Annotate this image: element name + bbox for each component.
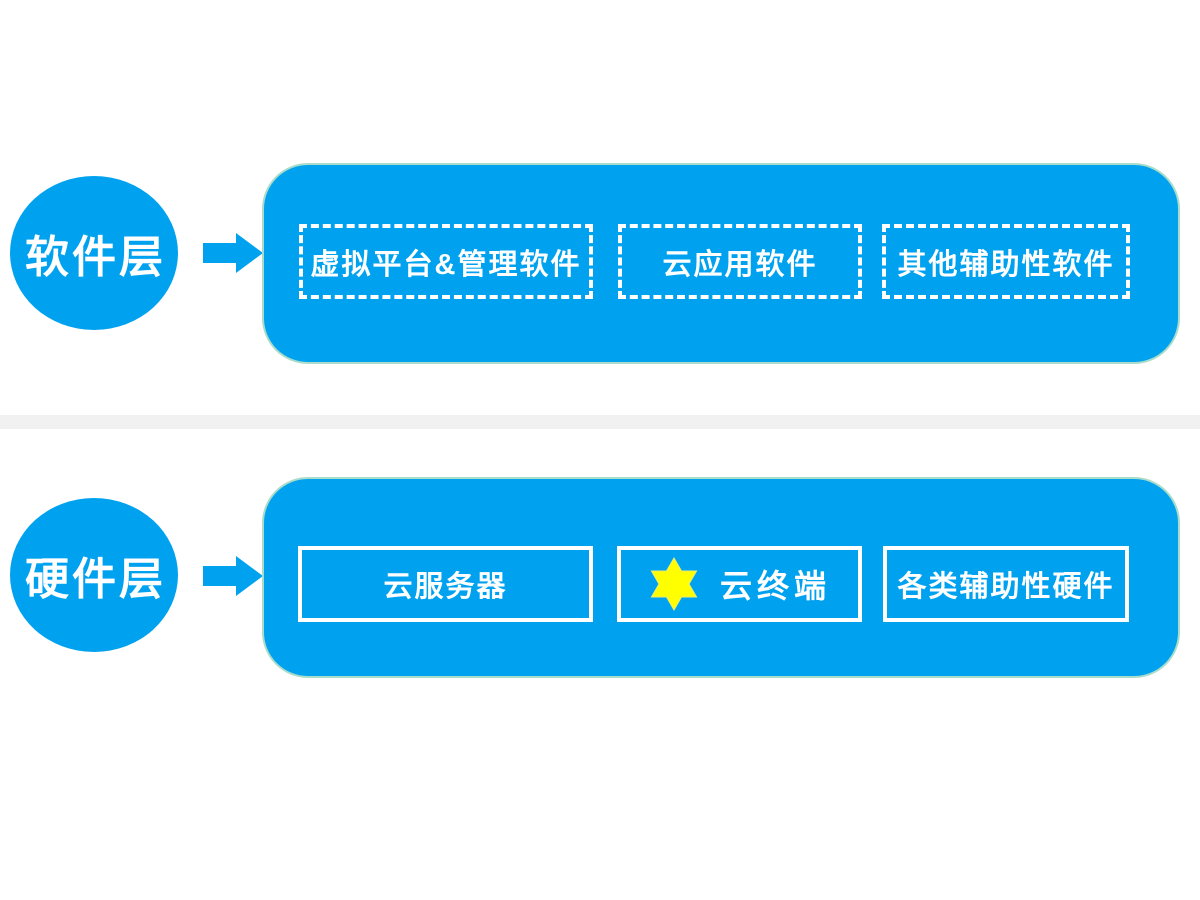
hardware-item-other-hardware-label: 各类辅助性硬件 [897, 571, 1115, 603]
hardware-item-other-hardware: 各类辅助性硬件 [883, 546, 1129, 622]
software-layer-label: 软件层 [25, 233, 166, 282]
software-item-other-software-label: 其他辅助性软件 [897, 248, 1115, 281]
software-item-other-software: 其他辅助性软件 [882, 224, 1130, 299]
hardware-item-cloud-server-label: 云服务器 [383, 571, 508, 603]
six-pointed-star-icon [650, 556, 698, 612]
hardware-layer-panel: 云服务器 云终端 各类辅助性硬件 [262, 477, 1180, 678]
right-arrow-icon [203, 556, 263, 596]
hardware-layer-circle: 硬件层 [10, 498, 178, 652]
software-item-virtual-platform: 虚拟平台&管理软件 [299, 224, 593, 299]
hardware-layer-label: 硬件层 [25, 555, 166, 604]
software-layer-circle: 软件层 [10, 176, 178, 330]
hardware-item-cloud-terminal-label: 云终端 [719, 568, 831, 604]
hardware-item-cloud-terminal: 云终端 [617, 546, 862, 622]
hardware-item-cloud-server: 云服务器 [298, 546, 593, 622]
software-layer-panel: 虚拟平台&管理软件 云应用软件 其他辅助性软件 [262, 163, 1180, 364]
software-item-virtual-platform-label: 虚拟平台&管理软件 [310, 248, 582, 281]
software-item-cloud-apps-label: 云应用软件 [662, 248, 818, 281]
right-arrow-icon [203, 233, 263, 273]
layer-divider-band [0, 415, 1200, 429]
software-item-cloud-apps: 云应用软件 [618, 224, 862, 299]
